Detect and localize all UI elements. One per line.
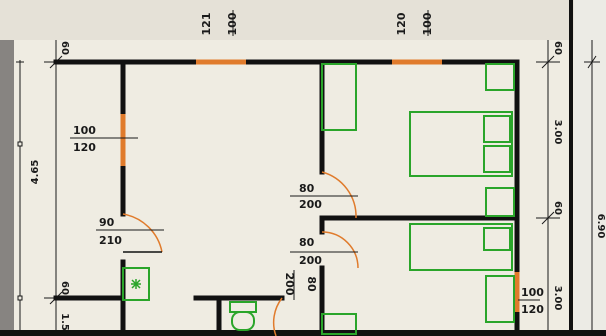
bath-door-arc (272, 297, 283, 336)
right-dimension-total: 6.90 (595, 214, 606, 239)
snowflake-icon (131, 279, 141, 289)
right-page (574, 0, 606, 336)
right-window-width: 100 (521, 286, 544, 299)
lower-door-arc (321, 231, 359, 269)
lower-door-width: 80 (299, 236, 315, 249)
nightstand-middle (485, 187, 515, 217)
entry-cabinet (122, 267, 150, 301)
upper-door-height: 200 (299, 198, 322, 211)
upper-door-arc (321, 171, 357, 219)
right-window-height: 120 (521, 303, 544, 316)
desk-right (485, 275, 515, 323)
bed-upper (409, 111, 513, 177)
lower-door-height: 200 (299, 254, 322, 267)
left-dimension-chain (16, 40, 68, 330)
left-dimension-top: 60 (59, 41, 70, 55)
left-window-height: 120 (73, 141, 96, 154)
nightstand-top (485, 63, 515, 91)
left-window-width: 100 (73, 124, 96, 137)
bath-door-width: 80 (305, 276, 318, 292)
top-window-left-width: 121 (200, 13, 213, 36)
top-window-left-height: 100 (226, 12, 239, 35)
top-window-right-width: 120 (395, 12, 408, 35)
furniture (122, 63, 515, 335)
toilet-icon (229, 301, 257, 331)
left-dimension-bottom-partial: 1.5 (59, 313, 70, 331)
right-dimension-chain (536, 40, 600, 330)
left-dimension-bottom: 60 (59, 281, 70, 295)
entry-door-arc (122, 213, 163, 253)
doors (122, 171, 359, 336)
left-dimension-span: 4.65 (30, 160, 41, 185)
right-dimension-span-2: 3.00 (552, 286, 563, 311)
entry-door-width: 90 (99, 216, 115, 229)
bottom-border (0, 330, 606, 336)
bed-lower (409, 223, 513, 271)
entry-door-height: 210 (99, 234, 122, 247)
top-window-right-height: 100 (421, 12, 434, 35)
right-dimension-mid: 60 (552, 201, 563, 215)
wardrobe-upper (321, 63, 357, 131)
windows (120, 59, 520, 312)
upper-door-width: 80 (299, 182, 315, 195)
wardrobe-lower (321, 313, 357, 335)
right-dimension-span-1: 3.00 (552, 120, 563, 145)
left-edge-texture (0, 40, 14, 336)
bath-door-height: 200 (283, 273, 296, 296)
right-dimension-top: 60 (552, 41, 563, 55)
